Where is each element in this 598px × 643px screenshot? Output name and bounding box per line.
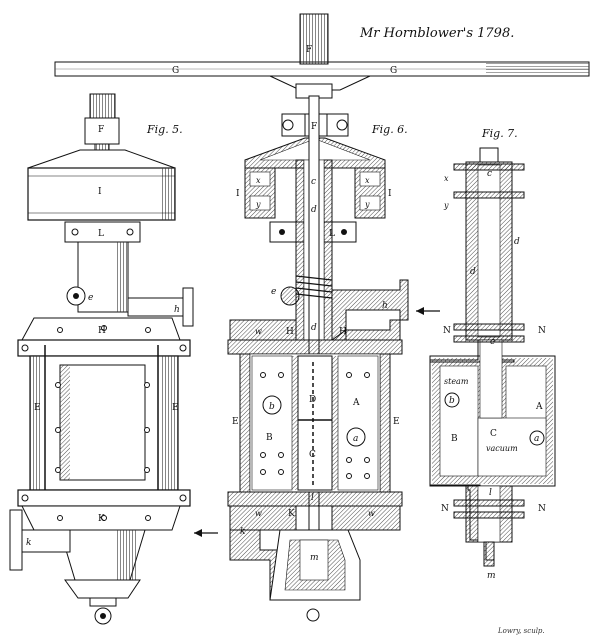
fig6-label-b: b <box>269 402 275 412</box>
fig6-label-l-lower: l <box>311 493 314 503</box>
fig7-label-x: x <box>444 174 449 183</box>
fig6-label-i-left: I <box>236 189 240 199</box>
label-rod-f: F <box>306 45 312 55</box>
fig6-label-w-lower-left: w <box>255 509 262 518</box>
fig7-label-steam: steam <box>444 377 469 386</box>
fig6-label-e-right: E <box>393 417 400 427</box>
fig6-label-c: c <box>311 177 316 187</box>
fig6-label-e: e <box>271 287 276 297</box>
fig6-label-k-pipe: k <box>240 527 245 537</box>
arrow-out-of-k <box>194 529 218 537</box>
fig5-label-h: h <box>174 305 180 315</box>
fig5-caption: Fig. 5. <box>146 123 183 136</box>
fig6-label-h: h <box>382 301 388 311</box>
fig5-label-e-left: E <box>34 403 41 413</box>
fig6-label-b-upper: B <box>266 433 273 443</box>
label-beam-g-right: G <box>390 66 397 76</box>
arrow-into-h <box>416 307 440 315</box>
fig6-label-h-right: H <box>339 327 347 337</box>
fig7-label-y: y <box>443 201 449 210</box>
fig6-label-m: m <box>310 553 319 563</box>
fig6-label-f: F <box>311 122 317 132</box>
fig6-label-k: K <box>288 509 295 519</box>
fig6-label-d-mid: d <box>311 323 317 333</box>
fig6-label-d-upper: d <box>311 205 317 215</box>
fig5-label-e-right: E <box>172 403 179 413</box>
fig5-label-i: I <box>98 187 102 197</box>
fig7-label-c: c <box>487 169 492 179</box>
fig6-label-y-left: y <box>255 200 261 209</box>
fig7-label-d-left: d <box>470 267 476 277</box>
fig6-section-view <box>227 95 409 622</box>
fig7-label-n-lower-right: N <box>538 504 546 514</box>
fig6-label-l: L <box>329 229 335 239</box>
fig7-label-l: l <box>489 488 492 498</box>
fig7-label-n-upper-left: N <box>443 326 451 336</box>
beam-g <box>54 13 590 99</box>
fig6-label-a-upper: A <box>352 398 360 408</box>
fig6-label-i-right: I <box>388 189 392 199</box>
fig5-label-h-upper: H <box>98 326 106 336</box>
fig7-label-a-upper: A <box>535 402 543 412</box>
fig5-bolts <box>21 325 187 521</box>
fig6-label-c-piston: C <box>309 450 316 460</box>
fig6-caption: Fig. 6. <box>371 123 408 136</box>
fig7-caption: Fig. 7. <box>481 127 518 140</box>
fig7-label-n-upper-right: N <box>538 326 546 336</box>
fig7-label-c-upper: C <box>490 429 497 439</box>
fig6-label-d-piston: D <box>309 395 316 405</box>
fig6-label-e-left: E <box>232 417 239 427</box>
fig5-label-k-pipe: k <box>26 538 31 548</box>
fig6-label-h-left: H <box>286 327 294 337</box>
fig5-label-k: K <box>98 514 105 524</box>
fig7-label-a: a <box>534 434 539 444</box>
fig7-label-d-right: d <box>514 237 520 247</box>
fig6-label-w-lower-right: w <box>368 509 375 518</box>
fig5-exterior-view <box>9 93 194 625</box>
fig7-label-e: e <box>490 337 495 347</box>
fig7-label-b-upper: B <box>451 434 458 444</box>
engraver-signature: Lowry, sculp. <box>497 627 545 635</box>
fig7-label-b: b <box>449 396 455 406</box>
fig7-label-m: m <box>487 571 496 581</box>
fig6-label-a: a <box>353 434 358 444</box>
fig6-label-x-left: x <box>256 176 261 185</box>
fig6-label-x-right: x <box>365 176 370 185</box>
plate-title: Mr Hornblower's 1798. <box>359 26 514 41</box>
label-beam-g-left: G <box>172 66 179 76</box>
fig6-bolts <box>260 372 370 479</box>
fig5-label-e: e <box>88 293 93 303</box>
fig7-section-view <box>429 147 556 567</box>
fig5-label-l: L <box>98 229 104 239</box>
fig7-label-n-lower-left: N <box>441 504 449 514</box>
fig6-label-y-right: y <box>364 200 370 209</box>
fig6-label-w-upper-left: w <box>255 327 262 336</box>
fig7-label-vacuum: vacuum <box>486 444 518 453</box>
fig5-label-f: F <box>98 125 104 135</box>
